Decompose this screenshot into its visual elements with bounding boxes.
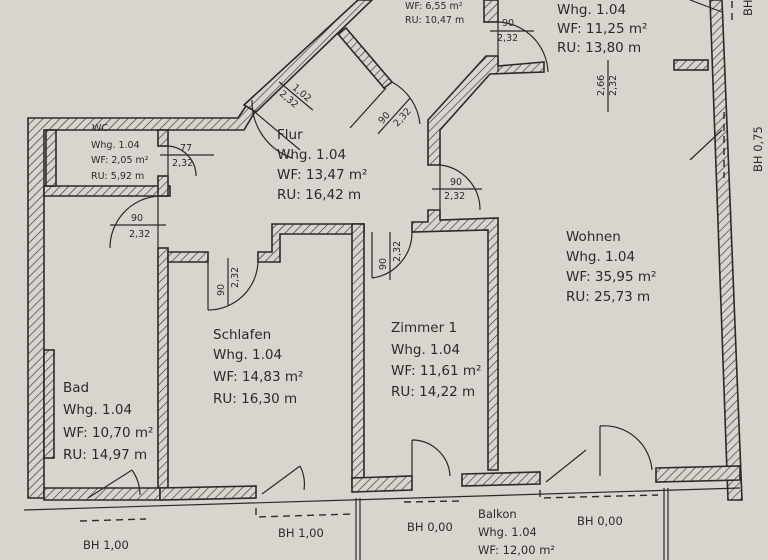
room-balkon: Balkon Whg. 1.04 WF: 12,00 m² xyxy=(478,507,555,557)
room-perimeter: RU: 25,73 m xyxy=(566,289,650,305)
door-width: 90 xyxy=(216,284,227,296)
wc-door-jamb xyxy=(157,129,169,147)
room-name: Zimmer 1 xyxy=(391,320,457,336)
room-area: WF: 11,61 m² xyxy=(391,363,481,379)
bottom-wall-c xyxy=(461,471,541,487)
outer-wall-left-top xyxy=(27,99,264,499)
room-name: Schlafen xyxy=(213,327,271,343)
room-unit: Whg. 1.04 xyxy=(63,402,132,418)
room-name: Bad xyxy=(63,380,89,396)
room-perimeter: RU: 5,92 m xyxy=(91,171,144,182)
door-label: 90 2,32 xyxy=(490,18,534,44)
room-top-right: Whg. 1.04 WF: 11,25 m² RU: 13,80 m xyxy=(557,2,647,56)
door-width: 90 xyxy=(376,110,392,126)
bad-wall xyxy=(157,247,169,489)
door-height: 2,32 xyxy=(172,158,193,169)
wall-stub-right xyxy=(673,59,709,71)
door-label: 77 2,32 xyxy=(160,143,214,169)
room-perimeter: RU: 14,22 m xyxy=(391,384,475,400)
bottom-wall-b xyxy=(351,475,413,493)
door-height: 2,32 xyxy=(497,33,518,44)
door-width: 90 xyxy=(131,213,143,224)
outer-wall-right xyxy=(709,0,743,501)
room-area: WF: 13,47 m² xyxy=(277,167,367,183)
schlafen-wall-b xyxy=(257,223,365,263)
wc-wall xyxy=(43,185,171,197)
bad-inner-wall xyxy=(43,349,55,459)
schlafen-wall-a xyxy=(167,251,209,263)
room-area: WF: 10,70 m² xyxy=(63,425,153,441)
room-perimeter: RU: 13,80 m xyxy=(557,40,641,56)
room-perimeter: RU: 16,30 m xyxy=(213,391,297,407)
facade xyxy=(23,0,741,560)
opening-label: 2,66 2,32 xyxy=(596,75,619,96)
window-label-wohnen: BH 0,00 xyxy=(577,514,623,528)
room-wc: WC Whg. 1.04 WF: 2,05 m² RU: 5,92 m xyxy=(91,123,149,182)
room-unit: Whg. 1.04 xyxy=(566,249,635,265)
room-unit: Whg. 1.04 xyxy=(478,525,537,539)
door-width: 90 xyxy=(378,258,389,270)
room-unit: Whg. 1.04 xyxy=(391,342,460,358)
zimmer-wohnen-wall xyxy=(411,209,499,471)
opening-height: 2,32 xyxy=(608,75,619,96)
room-name: Balkon xyxy=(478,507,517,521)
door-width: 90 xyxy=(450,177,462,188)
door-label: 90 2,32 xyxy=(216,258,241,306)
room-area: WF: 35,95 m² xyxy=(566,269,656,285)
bottom-wall-a xyxy=(159,485,257,501)
door-swings xyxy=(87,0,723,499)
window-label-schlafen: BH 1,00 xyxy=(278,526,324,540)
door-label: 90 2,32 xyxy=(110,213,166,240)
window-label-right: BH 0,75 xyxy=(751,126,765,172)
window-labels: BH BH 0,75 BH 1,00 BH 1,00 BH 0,00 BH 0,… xyxy=(83,0,765,552)
door-width: 77 xyxy=(180,143,192,154)
room-area: WF: 6,55 m² xyxy=(405,1,463,12)
room-unit: Whg. 1.04 xyxy=(557,2,626,18)
room-area: WF: 11,25 m² xyxy=(557,21,647,37)
diagonal-wall-right xyxy=(427,55,545,166)
room-unit: Whg. 1.04 xyxy=(277,147,346,163)
room-bad: Bad Whg. 1.04 WF: 10,70 m² RU: 14,97 m xyxy=(63,380,153,463)
door-height: 2,32 xyxy=(129,229,150,240)
wc-side-wall xyxy=(45,129,57,187)
room-name: Wohnen xyxy=(566,229,621,245)
door-height: 2,32 xyxy=(391,106,413,129)
window-label-zimmer1: BH 0,00 xyxy=(407,520,453,534)
room-perimeter: RU: 14,97 m xyxy=(63,447,147,463)
room-perimeter: RU: 10,47 m xyxy=(405,15,464,26)
bottom-wall-d xyxy=(655,465,741,483)
room-schlafen: Schlafen Whg. 1.04 WF: 14,83 m² RU: 16,3… xyxy=(213,327,303,407)
door-width: 90 xyxy=(502,18,514,29)
diagonal-partition xyxy=(336,26,394,90)
room-area: WF: 14,83 m² xyxy=(213,369,303,385)
opening-width: 2,66 xyxy=(596,75,607,96)
room-perimeter: RU: 16,42 m xyxy=(277,187,361,203)
room-unit: Whg. 1.04 xyxy=(213,347,282,363)
room-area: WF: 2,05 m² xyxy=(91,155,149,166)
wall-stub-top xyxy=(483,0,499,23)
door-height: 2,32 xyxy=(230,267,241,288)
door-label: 90 2,32 xyxy=(378,232,403,280)
window-label-right-top: BH xyxy=(741,0,755,16)
room-top-small: WF: 6,55 m² RU: 10,47 m xyxy=(405,1,464,26)
window-label-bad: BH 1,00 xyxy=(83,538,129,552)
door-label: 90 2,32 xyxy=(432,177,482,202)
door-height: 2,32 xyxy=(392,241,403,262)
room-unit: Whg. 1.04 xyxy=(91,140,140,151)
door-height: 2,32 xyxy=(444,191,465,202)
room-zimmer-1: Zimmer 1 Whg. 1.04 WF: 11,61 m² RU: 14,2… xyxy=(391,320,481,400)
room-name: Flur xyxy=(277,127,303,143)
schlafen-zimmer-wall xyxy=(351,223,365,487)
room-wohnen: Wohnen Whg. 1.04 WF: 35,95 m² RU: 25,73 … xyxy=(566,229,656,305)
room-area: WF: 12,00 m² xyxy=(478,543,555,557)
wc-door-jamb-lower xyxy=(157,175,169,197)
room-flur: Flur Whg. 1.04 WF: 13,47 m² RU: 16,42 m xyxy=(277,127,367,203)
room-name: WC xyxy=(92,123,108,134)
